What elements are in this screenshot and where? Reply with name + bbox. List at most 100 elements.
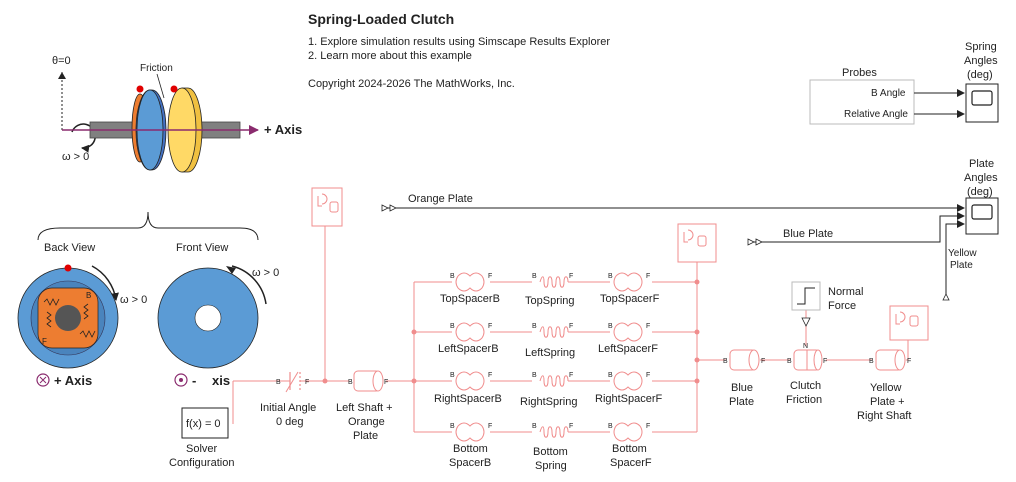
spring-port-b: B (532, 323, 537, 330)
solver-box[interactable] (181, 407, 229, 439)
left-spacer-f-label: LeftSpacerF (598, 343, 658, 355)
front-shaft-hole (194, 304, 222, 332)
spacer-f-icon[interactable] (613, 322, 643, 342)
blue-plate-inertia[interactable]: B F Blue Plate (723, 349, 765, 408)
spring-port-f: F (569, 372, 573, 379)
yellow-plate-label-1: Yellow (870, 382, 901, 394)
omega-label: ω > 0 (62, 151, 89, 163)
spring-icon[interactable] (539, 426, 569, 438)
solver-label-2: Configuration (169, 457, 234, 469)
omega-front-label: ω > 0 (252, 267, 279, 279)
signal-blue-plate (752, 212, 965, 243)
signal-yellow-plate (945, 220, 965, 296)
clutch-friction-block[interactable]: N B F Clutch Friction (786, 317, 827, 406)
normal-force-box[interactable] (791, 281, 821, 311)
physical-connections (232, 226, 909, 433)
spacer-port-b: B (450, 273, 455, 280)
sensor-box[interactable] (311, 187, 343, 227)
spring-port-b: B (532, 273, 537, 280)
friction-leader (156, 73, 165, 99)
spacer-f-icon[interactable] (613, 422, 643, 442)
left-shaft-label-3: Plate (353, 430, 378, 442)
spring-port-f: F (569, 273, 573, 280)
spring-port-b: B (532, 372, 537, 379)
scope-plate-label-2: Angles (964, 172, 998, 184)
spacer-b-icon[interactable] (455, 371, 485, 391)
initial-angle-port-f: F (305, 379, 309, 386)
scope-spring-angles[interactable]: Spring Angles (deg) (964, 41, 999, 123)
sensor-blue-plate[interactable] (677, 223, 717, 263)
left-shaft-port-f: F (384, 379, 388, 386)
normal-force-block[interactable]: Normal Force (791, 281, 863, 312)
solver-label-1: Solver (186, 443, 218, 455)
spring-icon[interactable] (539, 326, 569, 338)
friction-label: Friction (140, 63, 173, 74)
probes-title: Probes (842, 67, 877, 79)
right-spacer-f-label: RightSpacerF (595, 393, 663, 405)
spacer-f-icon[interactable] (613, 272, 643, 292)
back-view-label: Back View (44, 242, 95, 254)
spring-icon[interactable] (539, 276, 569, 288)
sensor-yellow-plate[interactable] (889, 305, 929, 341)
scope-plate-label-3: (deg) (967, 186, 993, 198)
yellow-plate-port-b: B (869, 358, 874, 365)
spacer-port-b: B (450, 372, 455, 379)
probes-block[interactable]: Probes B Angle Relative Angle (809, 67, 915, 125)
spacer-port-f: F (646, 372, 650, 379)
junction-dot (411, 329, 417, 335)
junction-dot (694, 378, 700, 384)
spring-icon (43, 298, 96, 338)
spacer-b-icon[interactable] (455, 272, 485, 292)
initial-angle-label-1: Initial Angle (260, 402, 316, 414)
link-learn-more[interactable]: 2. Learn more about this example (308, 50, 472, 62)
yellow-plate-label-2: Plate + (870, 396, 905, 408)
solver-configuration[interactable]: f(x) = 0 Solver Configuration (169, 407, 234, 469)
probes-box[interactable] (809, 79, 915, 125)
left-shaft-inertia[interactable]: B F Left Shaft + Orange Plate (336, 370, 393, 442)
spacer-b-icon[interactable] (455, 322, 485, 342)
scope-icon (971, 204, 993, 220)
clutch-illustration: θ=0 ω > 0 Friction + Axis (37, 55, 302, 241)
spring-icon[interactable] (539, 375, 569, 387)
letter-f: F (42, 337, 47, 346)
bottom-spacer-f-label-1: Bottom (612, 443, 647, 455)
inertia-face (894, 349, 906, 371)
spacer-b-icon[interactable] (455, 422, 485, 442)
sensor-orange-plate[interactable] (311, 187, 343, 227)
letter-b: B (86, 291, 91, 300)
page-title: Spring-Loaded Clutch (308, 11, 454, 27)
yellow-plate-signal-label-2: Plate (950, 260, 973, 271)
bottom-spring-label-2: Spring (535, 460, 567, 472)
bottom-spacer-b-label-1: Bottom (453, 443, 488, 455)
spacer-port-b: B (608, 372, 613, 379)
back-shaft-hole (55, 305, 81, 331)
left-spacer-b-label: LeftSpacerB (438, 343, 499, 355)
blue-plate-label-2: Plate (729, 396, 754, 408)
spacer-f-icon[interactable] (613, 371, 643, 391)
probe-relative-angle: Relative Angle (844, 109, 908, 120)
scope-plate-angles[interactable]: Plate Angles (deg) (964, 158, 999, 235)
sensor-box[interactable] (677, 223, 717, 263)
link-results-explorer[interactable]: 1. Explore simulation results using Sims… (308, 36, 610, 48)
scope-spring-label-3: (deg) (967, 69, 993, 81)
front-view-label: Front View (176, 242, 228, 254)
junction-dot (322, 378, 328, 384)
scope-spring-label-1: Spring (965, 41, 997, 53)
top-spring-label: TopSpring (525, 295, 575, 307)
spacer-port-f: F (646, 423, 650, 430)
inertia-face (372, 370, 384, 392)
angle-sensor-icon (317, 193, 328, 207)
back-view: Back View B F ω > 0 + Axis (17, 242, 147, 388)
spacer-port-f: F (488, 423, 492, 430)
initial-angle-block[interactable]: B F Initial Angle 0 deg (260, 371, 316, 428)
yellow-plate-inertia[interactable]: B F Yellow Plate + Right Shaft (857, 349, 911, 422)
front-view: Front View ω > 0 - xis (157, 242, 279, 388)
top-spacer-f-label: TopSpacerF (600, 293, 660, 305)
junction-dot (694, 279, 700, 285)
right-spring-label: RightSpring (520, 396, 577, 408)
clutch-port-n: N (803, 343, 808, 350)
left-shaft-port-b: B (348, 379, 353, 386)
front-axis-suffix: xis (212, 373, 230, 388)
blue-plate-label-1: Blue (731, 382, 753, 394)
rotation-arrow-icon (91, 265, 119, 301)
